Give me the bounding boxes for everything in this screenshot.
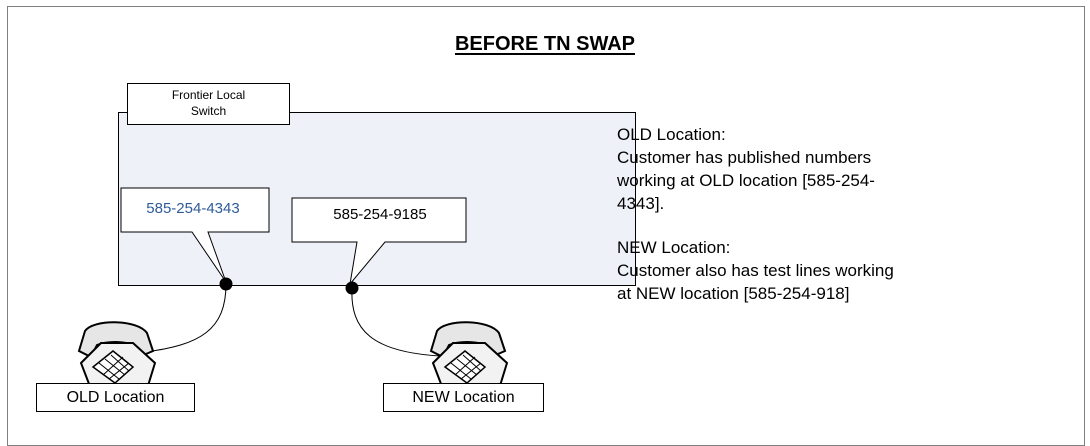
cord-old-phone bbox=[144, 283, 227, 353]
callout-new-number bbox=[291, 197, 467, 286]
telephone-icon-old bbox=[77, 321, 157, 390]
old-location-note-line3: 4343]. bbox=[617, 194, 665, 213]
notes-panel: OLD Location: Customer has published num… bbox=[617, 123, 997, 305]
switch-label-line1: Frontier Local bbox=[171, 88, 246, 102]
old-location-note-line1: Customer has published numbers bbox=[617, 148, 872, 167]
new-location-note-line2: at NEW location [585-254-918] bbox=[617, 284, 850, 303]
old-location-heading: OLD Location: bbox=[617, 125, 726, 144]
new-location-number: 585-254-9185 bbox=[333, 206, 427, 223]
connection-dot-new bbox=[345, 281, 359, 295]
telephone-icon-new bbox=[429, 321, 509, 390]
callout-old-number bbox=[120, 187, 270, 283]
cord-new-phone bbox=[351, 287, 441, 357]
connection-dot-old bbox=[219, 277, 233, 291]
diagram-title: BEFORE TN SWAP bbox=[454, 33, 635, 55]
old-location-label: OLD Location bbox=[36, 383, 195, 412]
new-location-label: NEW Location bbox=[383, 383, 544, 412]
new-location-note-line1: Customer also has test lines working bbox=[617, 261, 894, 280]
switch-label: Frontier Local Switch bbox=[127, 83, 290, 125]
old-location-number: 585-254-4343 bbox=[146, 200, 240, 217]
old-location-note-line2: working at OLD location [585-254- bbox=[617, 171, 875, 190]
new-location-heading: NEW Location: bbox=[617, 238, 731, 257]
connection-graphics bbox=[77, 187, 509, 390]
switch-label-line2: Switch bbox=[190, 104, 227, 118]
